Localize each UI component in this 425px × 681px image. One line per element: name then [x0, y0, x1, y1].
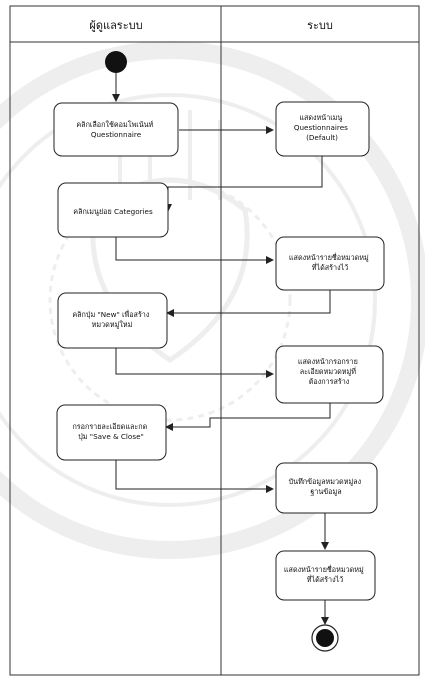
edge-b3-a4	[165, 403, 331, 431]
action-node: คลิกเลือกใช้คอมโพเน้นท์ Questionnaire	[53, 102, 179, 157]
action-label: ปุ่ม "Save & Close"	[78, 432, 144, 441]
action-label: หมวดหมู่ใหม่	[92, 320, 133, 329]
action-node: แสดงหน้ารายชื่อหมวดหมู่ ที่ได้สร้างไว้	[275, 550, 376, 601]
svg-text:คลิกเมนูย่อย Categories: คลิกเมนูย่อย Categories	[73, 207, 153, 216]
action-label: Questionnaire	[91, 130, 142, 139]
action-label: Questionnaires	[294, 123, 348, 132]
action-node: บันทึกข้อมูลหมวดหมู่ลง ฐานข้อมูล	[275, 462, 378, 514]
action-label: คลิกปุ่ม "New" เพื่อสร้าง	[72, 310, 149, 319]
action-label: ต้องการสร้าง	[309, 377, 350, 386]
swimlane-frame	[9, 5, 420, 676]
action-label: ฐานข้อมูล	[310, 487, 341, 496]
action-label: แสดงหน้ารายชื่อหมวดหมู่	[289, 253, 369, 262]
final-node-icon	[311, 624, 339, 652]
action-label: (Default)	[306, 133, 338, 142]
edge-b2-a3	[166, 290, 331, 317]
action-label: กรอกรายละเอียดและกด	[72, 422, 147, 431]
action-node: กรอกรายละเอียดและกด ปุ่ม "Save & Close"	[56, 404, 167, 461]
edge-a2-b2	[115, 237, 274, 264]
svg-text:แสดงหน้ารายชื่อหมวดหมู่: แสดงหน้ารายชื่อหมวดหมู่ ที่ได้สร้างไว้	[289, 253, 371, 272]
action-label: คลิกเมนูย่อย Categories	[73, 207, 153, 216]
action-node: แสดงหน้ากรอกราย ละเอียดหมวดหมู่ที่ ต้องก…	[275, 345, 384, 404]
flow-edges	[112, 73, 331, 625]
svg-text:คลิกเลือกใช้คอมโพเน้นท์: คลิกเลือกใช้คอมโพเน้นท์ Questionnaire	[76, 120, 155, 139]
action-label: ที่ได้สร้างไว้	[307, 575, 343, 584]
action-label: ที่ได้สร้างไว้	[312, 263, 348, 272]
edge-a3-b3	[115, 348, 274, 378]
action-label: คลิกเลือกใช้คอมโพเน้นท์	[76, 120, 153, 129]
svg-text:คลิกปุ่ม "New" เพื่อสร้าง: คลิกปุ่ม "New" เพื่อสร้าง หมวดหมู่ใหม่	[72, 310, 151, 329]
action-label: แสดงหน้าเมนู	[299, 113, 342, 122]
action-node: แสดงหน้าเมนู Questionnaires (Default)	[275, 101, 370, 157]
action-label: บันทึกข้อมูลหมวดหมู่ลง	[289, 477, 362, 486]
svg-text:กรอกรายละเอียดและกด ปุ่ม: กรอกรายละเอียดและกด ปุ่ม "Save & Close"	[72, 422, 149, 441]
action-node: คลิกเมนูย่อย Categories	[57, 182, 169, 238]
svg-text:แสดงหน้ารายชื่อหมวดหมู่: แสดงหน้ารายชื่อหมวดหมู่ ที่ได้สร้างไว้	[284, 565, 366, 584]
action-label: ละเอียดหมวดหมู่ที่	[300, 367, 357, 376]
action-label: แสดงหน้ากรอกราย	[298, 357, 358, 366]
action-node: แสดงหน้ารายชื่อหมวดหมู่ ที่ได้สร้างไว้	[275, 236, 385, 291]
lane-title-admin: ผู้ดูแลระบบ	[89, 19, 142, 32]
svg-text:บันทึกข้อมูลหมวดหมู่ลง ฐ: บันทึกข้อมูลหมวดหมู่ลง ฐานข้อมูล	[289, 477, 364, 496]
svg-text:แสดงหน้ากรอกราย ละเอียดห: แสดงหน้ากรอกราย ละเอียดหมวดหมู่ที่ ต้องก…	[298, 357, 360, 386]
svg-text:แสดงหน้าเมนู Questionnai: แสดงหน้าเมนู Questionnaires (Default)	[294, 113, 350, 142]
action-node: คลิกปุ่ม "New" เพื่อสร้าง หมวดหมู่ใหม่	[57, 292, 168, 349]
initial-node-icon	[105, 51, 127, 73]
edge-a4-b4	[115, 460, 274, 493]
action-label: แสดงหน้ารายชื่อหมวดหมู่	[284, 565, 364, 574]
lane-title-system: ระบบ	[307, 19, 333, 32]
